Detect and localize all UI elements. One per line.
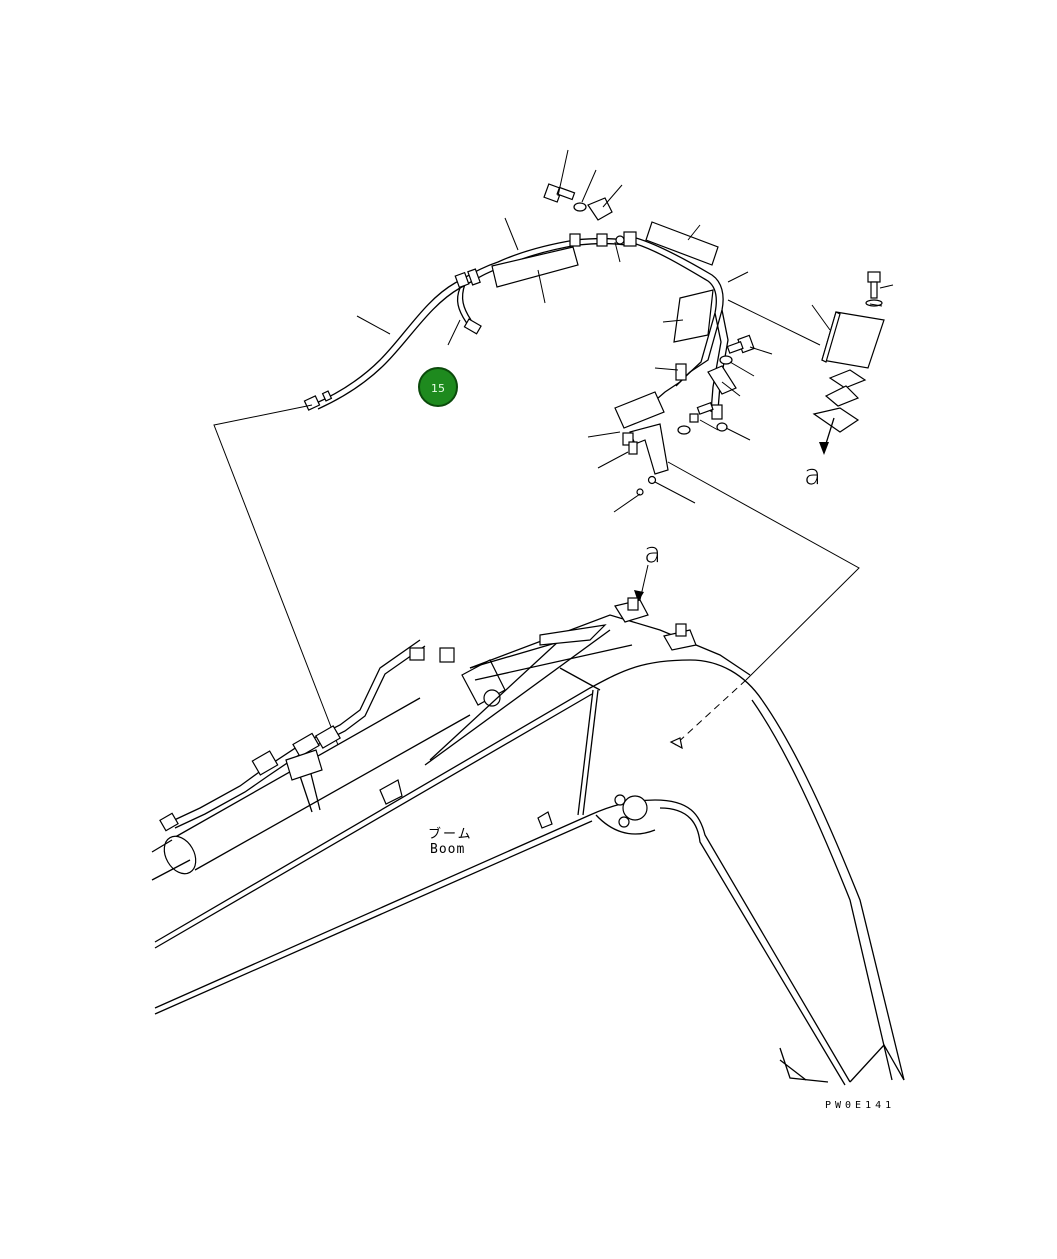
- drawing-code: PW0E141: [825, 1100, 896, 1111]
- boom-label-english: Boom: [430, 842, 466, 857]
- view-label-top: a: [644, 536, 662, 569]
- view-a-detail: [727, 271, 894, 455]
- hose-assembly: [303, 221, 729, 475]
- hardware-top: [356, 149, 749, 371]
- part-callout-number: 15: [431, 382, 445, 395]
- boom-label-japanese: ブーム: [428, 827, 473, 842]
- view-label-bottom: a: [804, 458, 822, 491]
- boom-body: [154, 597, 905, 1086]
- hardware-right: [587, 334, 773, 513]
- boom-cylinder: [151, 624, 633, 881]
- guide-lines: [213, 404, 860, 746]
- part-callout-marker[interactable]: 15: [418, 367, 458, 407]
